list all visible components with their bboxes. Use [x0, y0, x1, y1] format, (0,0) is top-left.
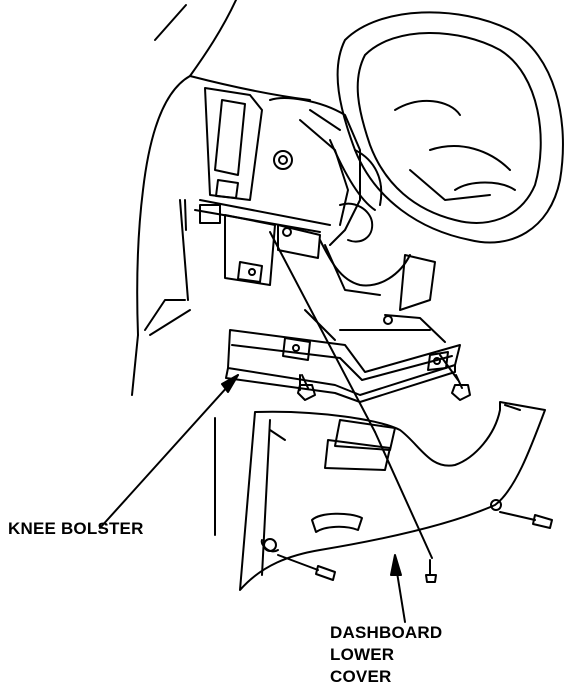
steering-column [269, 97, 411, 296]
bolts [277, 374, 553, 583]
knee-bolster-part [225, 329, 461, 403]
knee-bolster-label: KNEE BOLSTER [8, 519, 144, 538]
dashboard-lower-cover-label-line-3: COVER [330, 667, 392, 686]
knee-bolster-arrow [99, 374, 239, 529]
a-pillar [154, 0, 237, 77]
upper-dashboard [184, 75, 331, 286]
steering-wheel [329, 11, 564, 244]
dashboard-lower-cover-label-line-2: LOWER [330, 645, 395, 664]
column-bracket [304, 254, 446, 343]
dashboard-lower-cover-arrow [390, 554, 406, 623]
dashboard-lower-cover-part [239, 401, 546, 591]
dashboard-lower-cover-label-line-1: DASHBOARD [330, 623, 443, 642]
side-panel [131, 75, 216, 536]
leader-lines [269, 231, 459, 559]
dashboard-lower-cover-label: DASHBOARD LOWER COVER [330, 622, 442, 688]
